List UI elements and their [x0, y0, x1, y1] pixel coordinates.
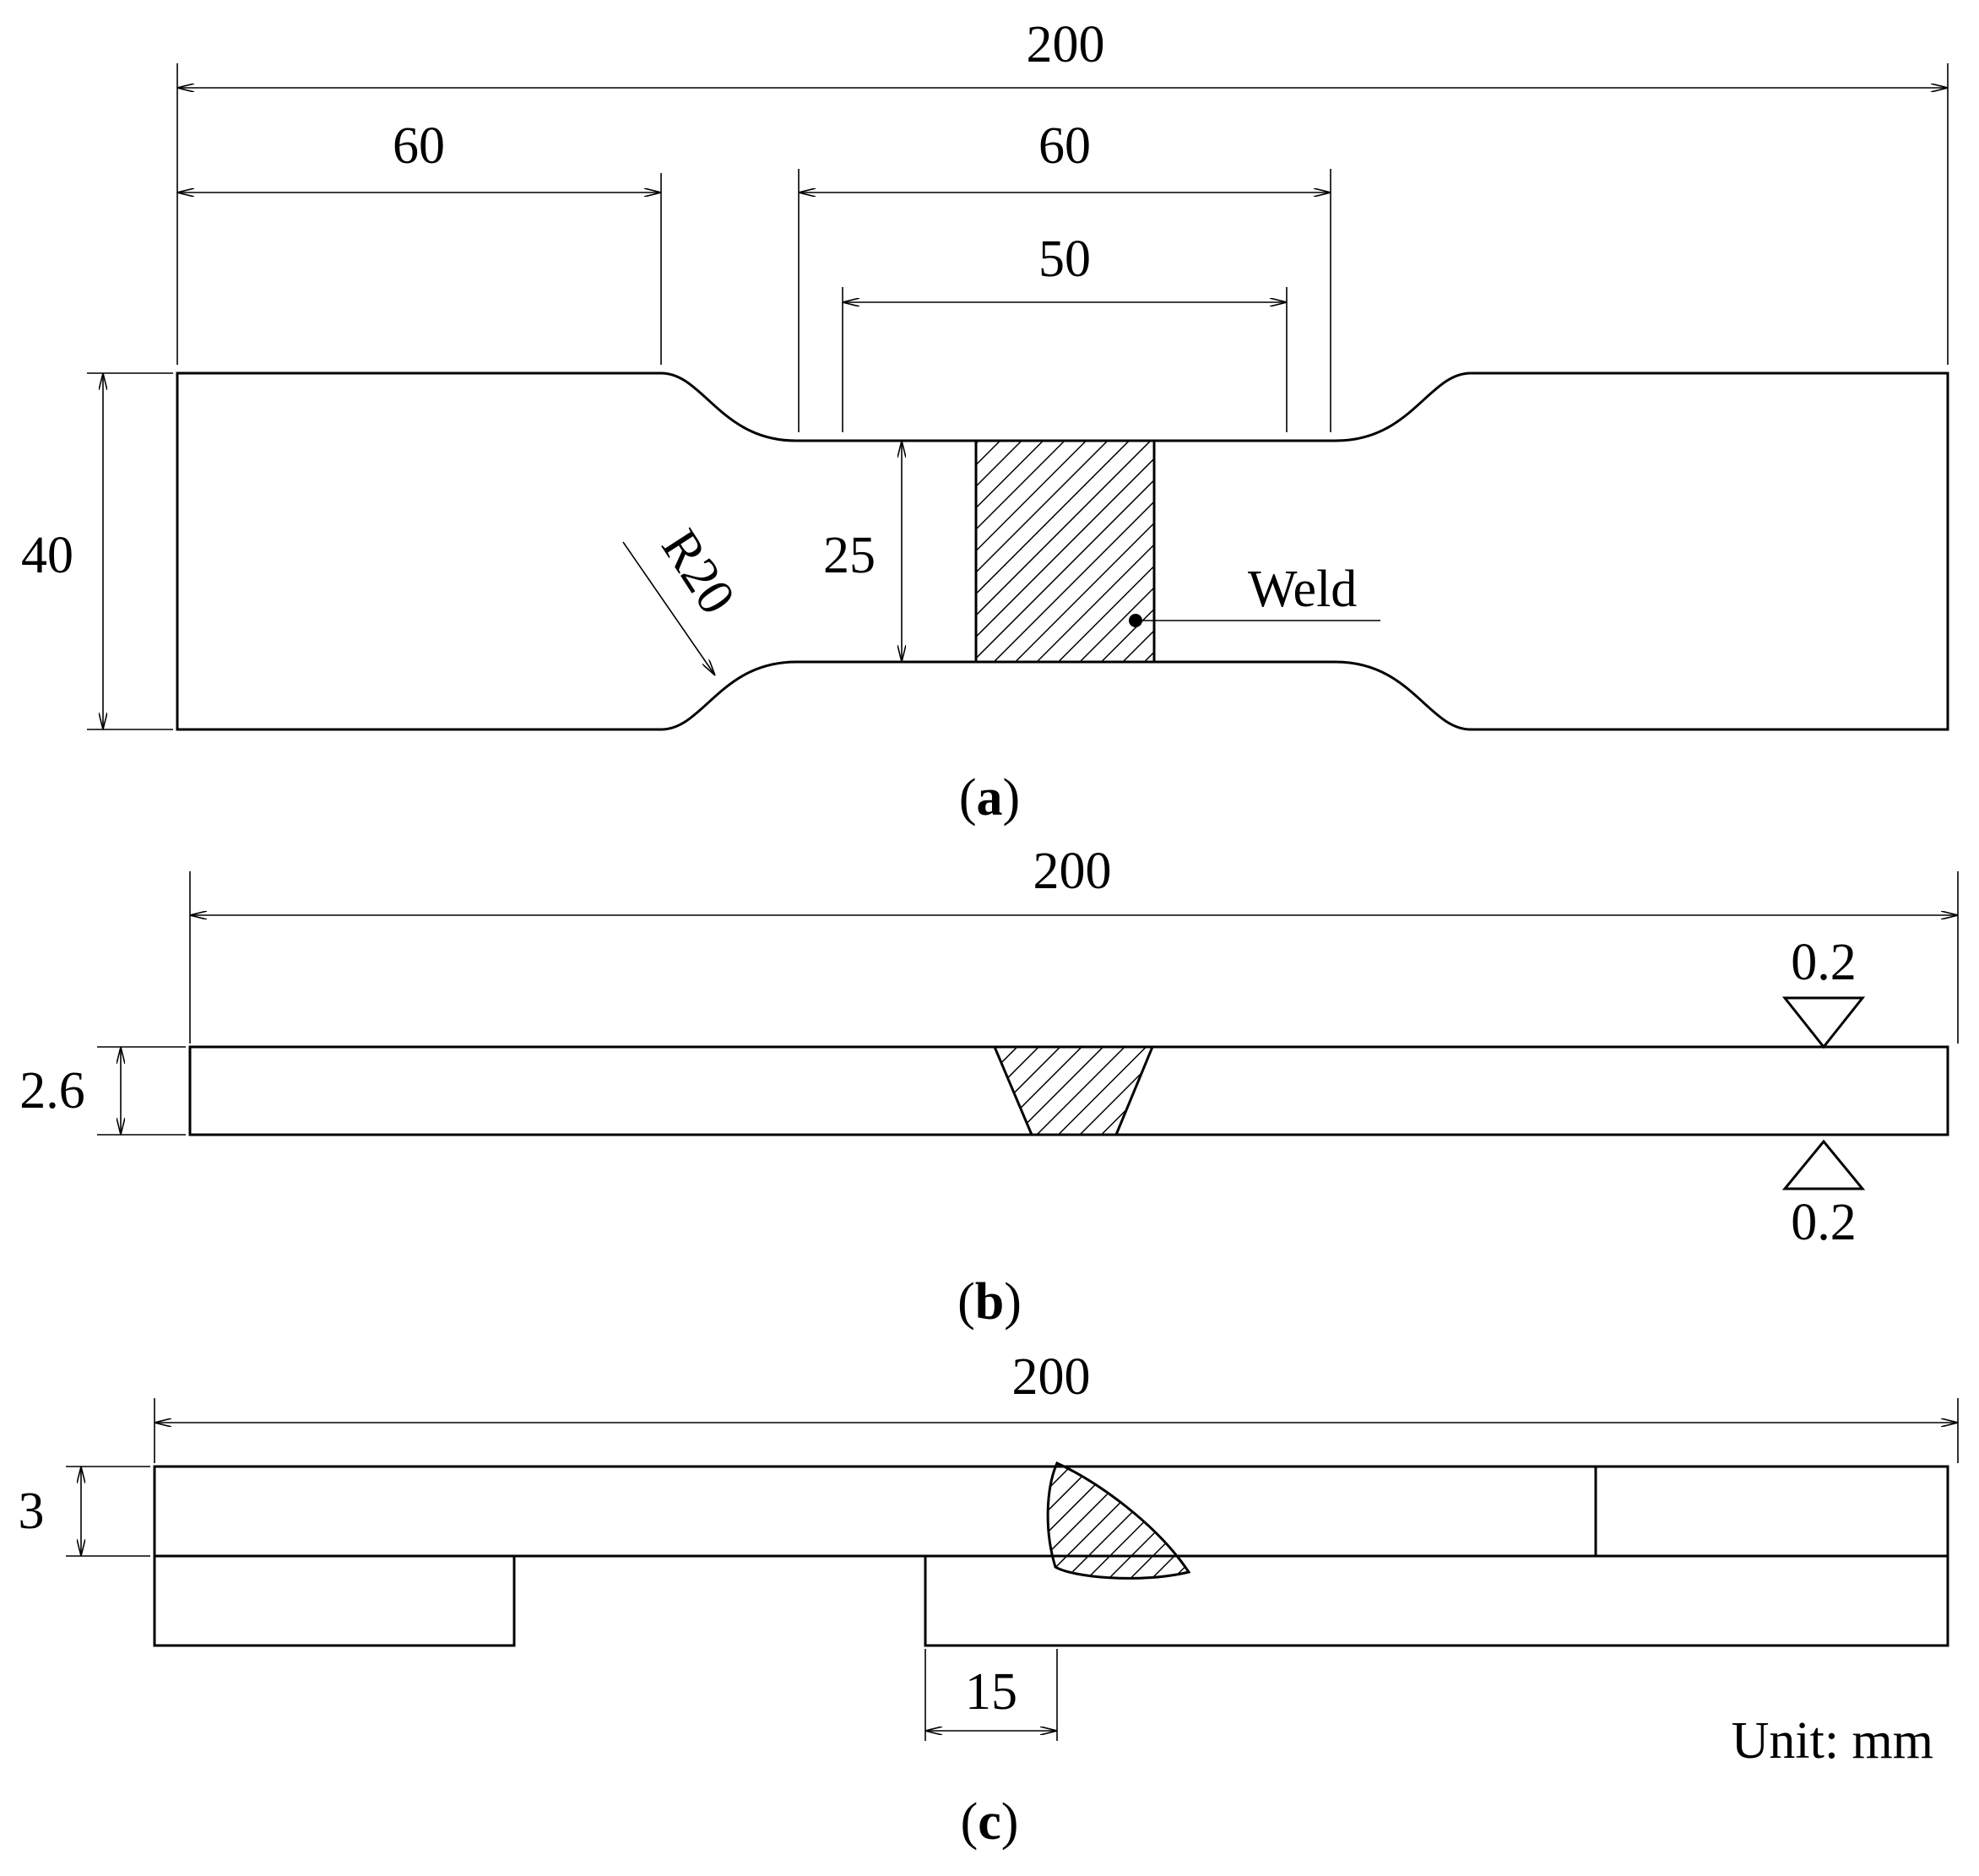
lower-plate-left-spacer [153, 1554, 516, 1647]
tolerance-bottom: 0.2 [1791, 1194, 1857, 1251]
dim-total-length: 200 [1027, 16, 1105, 73]
lower-plate [924, 1554, 1949, 1647]
panel-b: 200 2.6 0.2 0.2 (b) [19, 843, 1959, 1331]
weld-label: Weld [1248, 561, 1357, 618]
dim-grip-length: 60 [393, 117, 445, 175]
dim-gauge-length: 50 [1038, 230, 1091, 288]
caption-c: (c) [961, 1793, 1019, 1851]
dim-total-length: 200 [1012, 1348, 1091, 1406]
weld-bead-section [1046, 1461, 1191, 1580]
panel-a: Weld 200 60 60 50 40 25 R20 (a) [21, 16, 1949, 827]
machining-symbol-bottom [1781, 1139, 1866, 1190]
tolerance-top: 0.2 [1791, 934, 1857, 991]
specimen-outline-top-view [176, 371, 1949, 731]
dim-center-length: 60 [1038, 117, 1091, 175]
radius-label: R20 [650, 520, 746, 625]
machining-symbol-top [1781, 996, 1866, 1049]
dim-thickness: 2.6 [19, 1062, 85, 1120]
weld-region-side-view [992, 1045, 1155, 1136]
caption-a: (a) [959, 769, 1020, 827]
panel-c: 200 3 15 Unit: mm (c) [19, 1348, 1959, 1851]
dim-grip-width: 40 [21, 527, 73, 584]
dim-thickness: 3 [19, 1483, 45, 1540]
dim-overlap: 15 [965, 1663, 1017, 1721]
caption-b: (b) [957, 1273, 1022, 1331]
weld-region-top-view [974, 439, 1156, 664]
radius-leader-line [622, 541, 715, 675]
dim-total-length: 200 [1033, 843, 1112, 900]
unit-note: Unit: mm [1732, 1712, 1933, 1770]
dim-neck-width: 25 [823, 527, 876, 584]
